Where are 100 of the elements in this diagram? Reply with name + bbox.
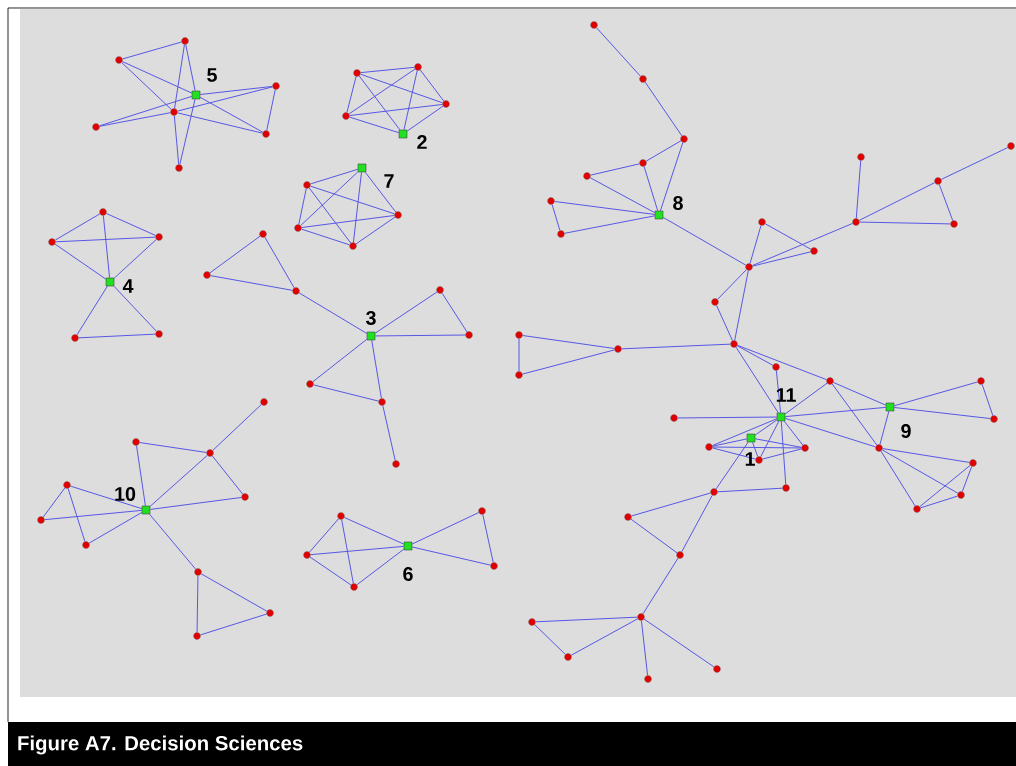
node-number: 10 bbox=[115, 487, 136, 501]
edge-line bbox=[893, 407, 991, 420]
edge-line bbox=[200, 613, 267, 636]
edge-line bbox=[308, 518, 340, 553]
edge-line bbox=[358, 75, 401, 131]
node-number: 8 bbox=[673, 196, 683, 210]
edge-line bbox=[341, 519, 354, 584]
edge-line bbox=[403, 70, 418, 131]
edge-line bbox=[54, 243, 107, 280]
edge-line bbox=[99, 112, 171, 127]
edge-line bbox=[780, 420, 787, 485]
edge-line bbox=[882, 448, 970, 463]
edge-line bbox=[54, 213, 101, 241]
edge-line bbox=[736, 345, 774, 366]
edge-line bbox=[831, 383, 878, 446]
edge-line bbox=[78, 333, 156, 339]
edge-line bbox=[55, 236, 156, 243]
edge-line bbox=[266, 89, 276, 131]
edge-line bbox=[717, 269, 747, 300]
edge-line bbox=[920, 495, 958, 509]
edge-line bbox=[210, 275, 293, 291]
edge-line bbox=[264, 236, 295, 289]
edge-line bbox=[643, 618, 715, 668]
node-number: 5 bbox=[207, 68, 217, 82]
edge-line bbox=[209, 235, 261, 274]
edge-line bbox=[173, 115, 180, 165]
edge-line bbox=[121, 62, 172, 110]
edge-line bbox=[940, 147, 1009, 180]
edge-line bbox=[371, 339, 382, 399]
edge-line bbox=[938, 184, 954, 221]
edge-line bbox=[42, 487, 66, 518]
node-number: 9 bbox=[901, 424, 911, 438]
edge-line bbox=[630, 518, 678, 554]
edge-line bbox=[855, 160, 862, 219]
edge-line bbox=[764, 223, 812, 250]
edge-line bbox=[102, 215, 111, 279]
edge-line bbox=[360, 73, 443, 104]
edge-line bbox=[643, 166, 659, 212]
node-number: 7 bbox=[384, 174, 394, 188]
edge-line bbox=[200, 573, 268, 612]
edge-line bbox=[177, 86, 273, 112]
edge-line bbox=[312, 338, 368, 383]
edge-line bbox=[301, 215, 395, 228]
edge-line bbox=[298, 188, 307, 225]
edge-line bbox=[621, 343, 731, 350]
edge-line bbox=[349, 103, 443, 117]
edge-line bbox=[149, 497, 242, 510]
edge-line bbox=[196, 575, 199, 633]
node-number: 6 bbox=[403, 567, 413, 581]
edge-line bbox=[309, 556, 352, 586]
edge-line bbox=[734, 270, 749, 341]
edge-line bbox=[349, 116, 400, 134]
edge-line bbox=[99, 95, 193, 127]
edge-line bbox=[76, 285, 108, 336]
edge-line bbox=[783, 420, 804, 446]
edge-line bbox=[640, 620, 649, 676]
edge-line bbox=[832, 382, 887, 406]
edge-line bbox=[352, 171, 362, 243]
edge-line bbox=[374, 334, 466, 337]
edge-line bbox=[113, 285, 157, 332]
edge-line bbox=[411, 546, 491, 566]
edge-line bbox=[596, 27, 641, 77]
edge-line bbox=[564, 215, 656, 234]
edge-line bbox=[174, 44, 185, 109]
edge-line bbox=[419, 69, 445, 102]
edge-line bbox=[893, 381, 978, 407]
edge-line bbox=[717, 487, 783, 493]
edge-line bbox=[880, 450, 916, 507]
edge-line bbox=[355, 216, 396, 245]
edge-line bbox=[406, 105, 444, 132]
edge-line bbox=[301, 228, 350, 246]
edge-line bbox=[681, 494, 713, 553]
edge-line bbox=[179, 98, 196, 165]
edge-line bbox=[177, 112, 263, 134]
edge-line bbox=[343, 517, 405, 545]
edge-line bbox=[482, 514, 494, 563]
edge-line bbox=[70, 485, 143, 510]
edge-line bbox=[534, 624, 566, 655]
edge-line bbox=[535, 616, 638, 623]
edge-line bbox=[737, 344, 828, 381]
edge-line bbox=[522, 349, 615, 375]
edge-line bbox=[199, 96, 264, 133]
edge-line bbox=[149, 513, 197, 570]
edge-line bbox=[313, 384, 379, 402]
edge-line bbox=[712, 438, 748, 447]
edge-line bbox=[919, 464, 971, 508]
edge-line bbox=[185, 44, 196, 92]
edge-line bbox=[374, 291, 438, 334]
edge-line bbox=[199, 85, 273, 95]
edge-line bbox=[67, 488, 86, 542]
edge-line bbox=[121, 61, 193, 94]
edge-line bbox=[122, 41, 182, 60]
edge-line bbox=[715, 441, 749, 490]
edge-line bbox=[644, 81, 683, 137]
edge-line bbox=[677, 416, 778, 419]
edge-line bbox=[360, 66, 415, 74]
edge-line bbox=[570, 618, 639, 656]
edge-line bbox=[105, 213, 157, 236]
edge-line bbox=[784, 406, 887, 418]
node-number: 1 bbox=[745, 452, 755, 466]
